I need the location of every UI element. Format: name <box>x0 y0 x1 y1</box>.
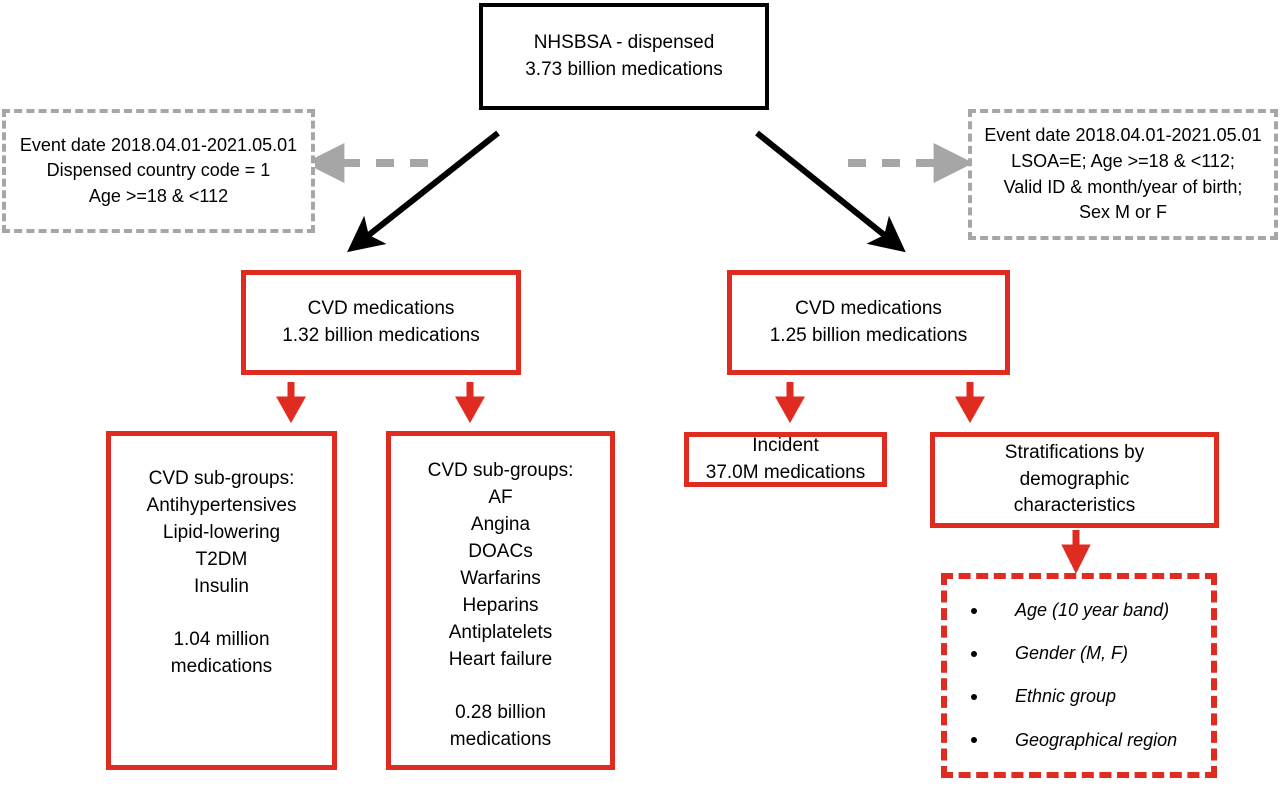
demographic-list-item: Gender (M, F) <box>947 632 1211 675</box>
incident-line-1: Incident <box>752 434 819 456</box>
subgroups-right-item-0: AF <box>488 486 513 508</box>
demographic-item-label: Ethnic group <box>1015 686 1117 707</box>
left-criteria-line-3: Age >=18 & <112 <box>88 185 229 206</box>
subgroups-right-item-6: Heart failure <box>448 648 553 670</box>
stratifications-line-2: demographic <box>1019 468 1130 490</box>
subgroups-left-item-2: T2DM <box>195 548 248 570</box>
subgroups-right-item-3: Warfarins <box>460 567 541 589</box>
cvd-medications-right-box: CVD medications 1.25 billion medications <box>727 270 1010 375</box>
cvd-subgroups-right-box: CVD sub-groups: AF Angina DOACs Warfarin… <box>386 431 615 770</box>
subgroups-right-item-5: Antiplatelets <box>448 621 553 643</box>
demographic-list-item: Geographical region <box>947 719 1211 762</box>
stratifications-line-3: characteristics <box>1013 495 1136 517</box>
arrow-cvd-right-to-stratifications <box>955 382 985 424</box>
root-box: NHSBSA - dispensed 3.73 billion medicati… <box>479 3 769 110</box>
subgroups-right-heading: CVD sub-groups: <box>427 460 574 481</box>
subgroups-right-item-1: Angina <box>470 513 531 535</box>
cvd-medications-left-box: CVD medications 1.32 billion medications <box>241 270 521 375</box>
arrow-cvd-right-to-incident <box>775 382 805 424</box>
subgroups-left-item-0: Antihypertensives <box>146 494 297 516</box>
right-criteria-line-3: Valid ID & month/year of birth; <box>1003 176 1243 197</box>
left-criteria-line-1: Event date 2018.04.01-2021.05.01 <box>19 134 298 155</box>
arrow-root-to-cvd-right <box>755 130 906 253</box>
left-criteria-line-2: Dispensed country code = 1 <box>46 160 271 181</box>
subgroups-left-total-line-2: medications <box>170 655 273 677</box>
demographic-item-label: Age (10 year band) <box>1015 599 1170 620</box>
subgroups-right-total-line-2: medications <box>449 728 552 750</box>
bullet-icon <box>971 607 977 614</box>
incident-box: Incident 37.0M medications <box>684 432 887 487</box>
cvd-subgroups-left-box: CVD sub-groups: Antihypertensives Lipid-… <box>106 431 337 770</box>
left-criteria-box: Event date 2018.04.01-2021.05.01 Dispens… <box>2 109 315 233</box>
arrow-root-to-cvd-left <box>347 130 500 253</box>
subgroups-right-total-line-1: 0.28 billion <box>455 701 546 723</box>
bullet-icon <box>971 694 977 701</box>
bullet-icon <box>971 650 977 657</box>
stratifications-box: Stratifications by demographic character… <box>930 432 1219 528</box>
cvd-left-line-2: 1.32 billion medications <box>282 324 480 346</box>
demographic-list-item: Age (10 year band) <box>947 589 1211 632</box>
subgroups-left-heading: CVD sub-groups: <box>148 468 295 489</box>
demographic-item-label: Gender (M, F) <box>1015 643 1129 664</box>
incident-line-2: 37.0M medications <box>705 461 866 483</box>
subgroups-left-item-3: Insulin <box>194 575 249 597</box>
root-box-line-2: 3.73 billion medications <box>525 58 723 80</box>
arrow-cvd-left-to-subgroups-1 <box>276 382 306 424</box>
right-criteria-box: Event date 2018.04.01-2021.05.01 LSOA=E;… <box>968 109 1278 240</box>
root-box-line-1: NHSBSA - dispensed <box>533 31 715 53</box>
subgroups-right-item-4: Heparins <box>462 594 539 616</box>
right-criteria-line-4: Sex M or F <box>1078 202 1167 223</box>
cvd-right-line-1: CVD medications <box>795 297 942 319</box>
arrow-stratifications-to-demographics <box>1061 530 1091 574</box>
subgroups-right-item-2: DOACs <box>468 540 533 562</box>
subgroups-left-item-1: Lipid-lowering <box>162 521 281 543</box>
cvd-right-line-2: 1.25 billion medications <box>769 324 968 346</box>
arrow-cvd-left-to-subgroups-2 <box>455 382 485 424</box>
demographic-item-label: Geographical region <box>1015 729 1178 750</box>
demographic-list-item: Ethnic group <box>947 676 1211 719</box>
bullet-icon <box>971 737 977 744</box>
demographics-box: Age (10 year band) Gender (M, F) Ethnic … <box>941 573 1217 778</box>
subgroups-left-total-line-1: 1.04 million <box>173 628 270 650</box>
right-criteria-line-1: Event date 2018.04.01-2021.05.01 <box>984 125 1262 146</box>
cvd-left-line-1: CVD medications <box>307 297 455 319</box>
stratifications-line-1: Stratifications by <box>1004 441 1145 463</box>
right-criteria-line-2: LSOA=E; Age >=18 & <112; <box>1011 150 1235 171</box>
